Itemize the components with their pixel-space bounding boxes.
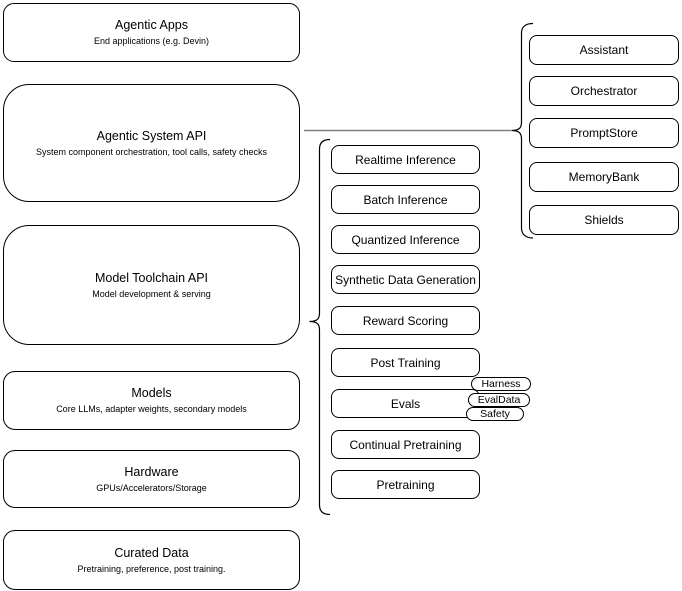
node-models: Models Core LLMs, adapter weights, secon… [3, 371, 300, 430]
tag-harness: Harness [471, 377, 531, 391]
node-title: Model Toolchain API [94, 270, 209, 285]
node-subtitle: GPUs/Accelerators/Storage [96, 482, 207, 493]
node-label: Synthetic Data Generation [335, 272, 476, 287]
tag-evaldata: EvalData [468, 393, 530, 407]
node-agentic-system-api: Agentic System API System component orch… [3, 84, 300, 202]
tag-label: Harness [481, 378, 521, 390]
node-reward-scoring: Reward Scoring [331, 306, 480, 335]
node-title: Models [131, 386, 172, 400]
node-label: MemoryBank [568, 170, 640, 184]
node-title: Curated Data [114, 545, 189, 560]
node-shields: Shields [529, 205, 679, 235]
node-subtitle: Model development & serving [92, 288, 211, 299]
node-realtime-inference: Realtime Inference [331, 145, 480, 174]
node-curated-data: Curated Data Pretraining, preference, po… [3, 530, 300, 590]
node-label: Assistant [579, 43, 629, 57]
node-orchestrator: Orchestrator [529, 76, 679, 106]
node-promptstore: PromptStore [529, 118, 679, 148]
node-title: Agentic System API [96, 128, 207, 143]
node-label: Continual Pretraining [349, 437, 462, 452]
node-model-toolchain-api: Model Toolchain API Model development & … [3, 225, 300, 345]
components-bracket [511, 22, 534, 239]
node-subtitle: Pretraining, preference, post training. [77, 563, 226, 574]
node-continual-pretraining: Continual Pretraining [331, 430, 480, 459]
node-evals: Evals [331, 389, 480, 418]
node-label: PromptStore [570, 126, 638, 140]
node-subtitle: Core LLMs, adapter weights, secondary mo… [56, 404, 247, 414]
node-label: Orchestrator [570, 84, 638, 98]
node-label: Post Training [370, 355, 441, 370]
node-hardware: Hardware GPUs/Accelerators/Storage [3, 450, 300, 508]
node-synthetic-data-generation: Synthetic Data Generation [331, 265, 480, 294]
node-title: Agentic Apps [115, 18, 188, 32]
node-pretraining: Pretraining [331, 470, 480, 499]
node-subtitle: End applications (e.g. Devin) [93, 36, 210, 46]
tag-label: EvalData [477, 394, 521, 406]
node-quantized-inference: Quantized Inference [331, 225, 480, 254]
node-label: Evals [390, 396, 421, 411]
node-agentic-apps: Agentic Apps End applications (e.g. Devi… [3, 3, 300, 62]
node-label: Realtime Inference [355, 152, 456, 167]
node-assistant: Assistant [529, 35, 679, 65]
node-label: Reward Scoring [362, 313, 449, 328]
node-subtitle: System component orchestration, tool cal… [35, 146, 268, 157]
node-post-training: Post Training [331, 348, 480, 377]
toolchain-bracket [309, 138, 331, 516]
node-batch-inference: Batch Inference [331, 185, 480, 214]
node-title: Hardware [124, 464, 179, 479]
node-label: Shields [584, 213, 624, 227]
tag-label: Safety [480, 408, 510, 420]
node-memorybank: MemoryBank [529, 162, 679, 192]
tag-safety: Safety [466, 407, 524, 421]
node-label: Batch Inference [363, 192, 448, 207]
node-label: Pretraining [376, 477, 435, 492]
node-label: Quantized Inference [351, 232, 460, 247]
